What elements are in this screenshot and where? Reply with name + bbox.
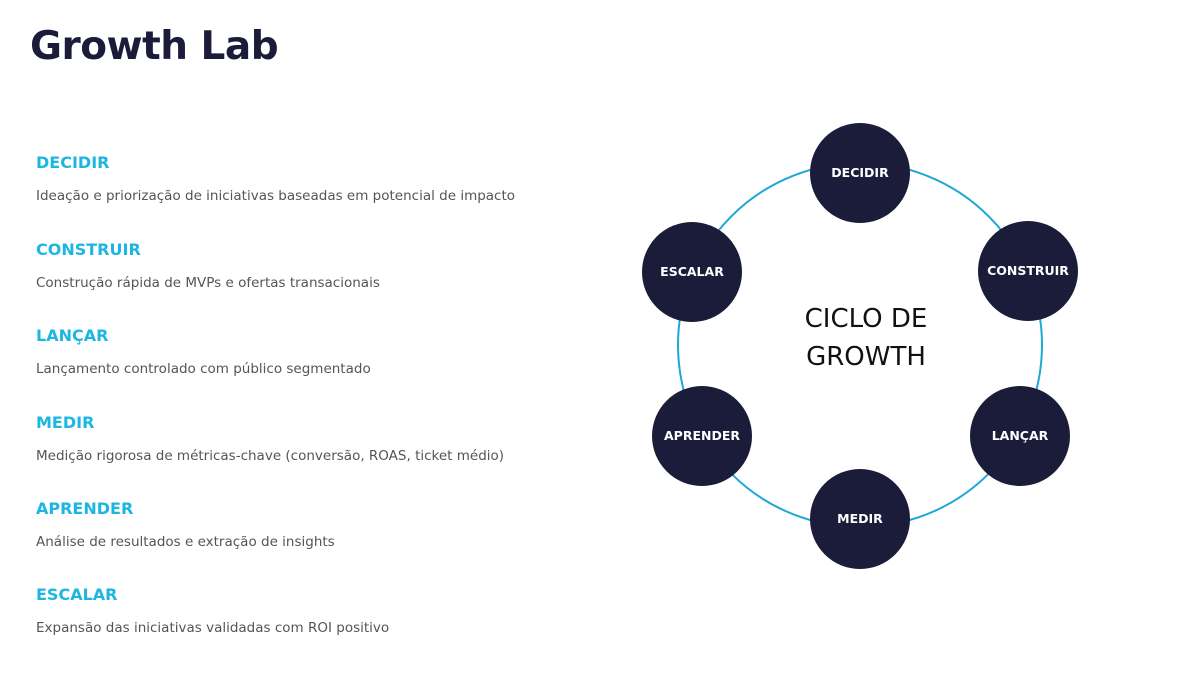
cycle-node-decidir: DECIDIR <box>810 123 910 223</box>
cycle-node-medir: MEDIR <box>810 469 910 569</box>
step-title: MEDIR <box>36 413 95 432</box>
step-description: Lançamento controlado com público segmen… <box>36 361 371 377</box>
step-item-construir: CONSTRUIR Construção rápida de MVPs e of… <box>36 239 380 292</box>
step-description: Expansão das iniciativas validadas com R… <box>36 620 390 636</box>
step-item-lancar: LANÇAR Lançamento controlado com público… <box>36 325 371 378</box>
node-circle <box>978 221 1078 321</box>
node-circle <box>642 222 742 322</box>
node-label: CONSTRUIR <box>987 263 1069 278</box>
cycle-node-construir: CONSTRUIR <box>978 221 1078 321</box>
step-item-decidir: DECIDIR Ideação e priorização de iniciat… <box>36 152 515 205</box>
node-label: ESCALAR <box>660 264 724 279</box>
growth-cycle-diagram: DECIDIR CONSTRUIR LANÇAR MEDIR APRENDER … <box>642 123 1078 569</box>
step-title: DECIDIR <box>36 153 110 172</box>
cycle-node-lancar: LANÇAR <box>970 386 1070 486</box>
cycle-center-title-line2: GROWTH <box>806 342 926 372</box>
step-item-medir: MEDIR Medição rigorosa de métricas-chave… <box>36 412 504 465</box>
step-description: Construção rápida de MVPs e ofertas tran… <box>36 275 380 291</box>
cycle-node-aprender: APRENDER <box>652 386 752 486</box>
step-title: ESCALAR <box>36 585 118 604</box>
step-description: Ideação e priorização de iniciativas bas… <box>36 188 516 204</box>
node-label: DECIDIR <box>831 165 889 180</box>
cycle-center-title-line1: CICLO DE <box>805 304 928 334</box>
step-description: Medição rigorosa de métricas-chave (conv… <box>36 448 505 464</box>
step-item-aprender: APRENDER Análise de resultados e extraçã… <box>36 498 335 551</box>
node-circle <box>810 123 910 223</box>
page-title: Growth Lab <box>30 24 279 69</box>
node-label: LANÇAR <box>992 428 1049 443</box>
node-circle <box>810 469 910 569</box>
node-circle <box>652 386 752 486</box>
node-label: APRENDER <box>664 428 740 443</box>
step-title: LANÇAR <box>36 326 109 345</box>
node-circle <box>970 386 1070 486</box>
node-label: MEDIR <box>837 511 883 526</box>
step-title: APRENDER <box>36 499 134 518</box>
cycle-node-escalar: ESCALAR <box>642 222 742 322</box>
step-item-escalar: ESCALAR Expansão das iniciativas validad… <box>36 584 389 637</box>
step-title: CONSTRUIR <box>36 240 141 259</box>
step-description: Análise de resultados e extração de insi… <box>36 534 335 550</box>
